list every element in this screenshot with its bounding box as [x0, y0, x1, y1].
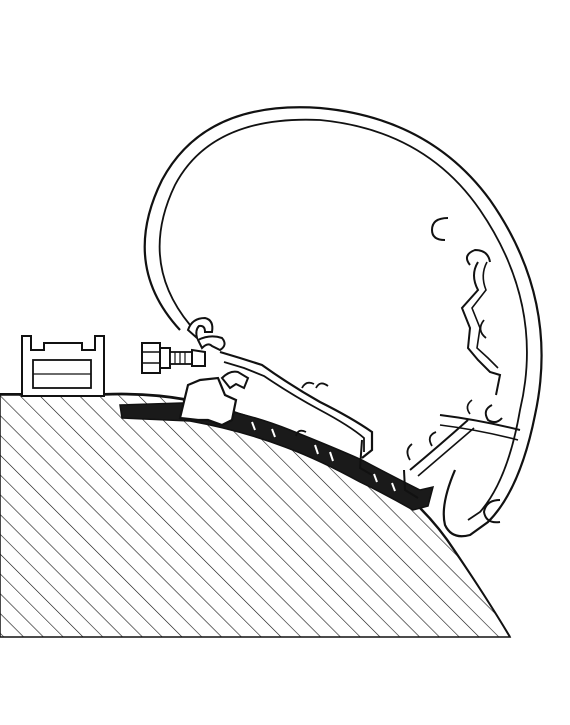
mounting-bracket-icon: [178, 370, 250, 427]
adapter-plate-icon: [119, 402, 435, 511]
bolt-icon: [141, 342, 206, 374]
rail-profile-icon: [21, 335, 105, 397]
cassette-profile-icon: [143, 106, 543, 538]
